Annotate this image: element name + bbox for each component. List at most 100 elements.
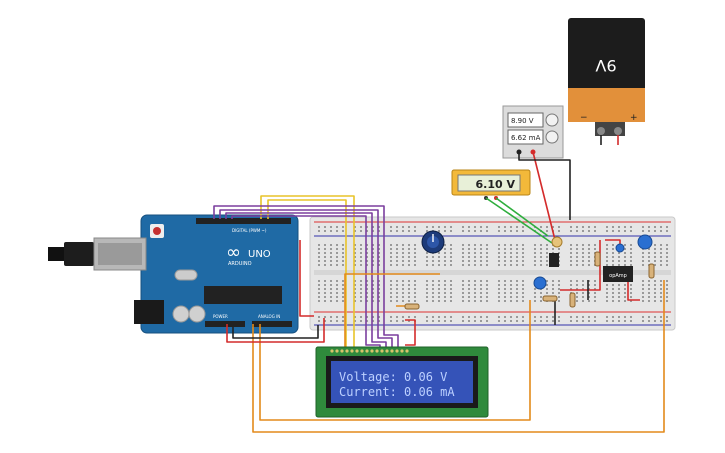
breadboard-hole	[354, 300, 356, 302]
lcd-pin[interactable]	[400, 349, 404, 353]
breadboard-hole	[510, 300, 512, 302]
breadboard-hole	[624, 248, 626, 250]
lcd-pin[interactable]	[405, 349, 409, 353]
lcd-pin[interactable]	[390, 349, 394, 353]
breadboard-hole	[378, 280, 380, 282]
analog-header[interactable]	[252, 321, 292, 327]
breadboard-hole	[426, 230, 428, 232]
breadboard-hole	[540, 226, 542, 228]
lcd-pin[interactable]	[355, 349, 359, 353]
breadboard-hole	[468, 288, 470, 290]
reset-button-cap	[153, 227, 161, 235]
multimeter-display	[457, 174, 521, 192]
breadboard-hole	[618, 300, 620, 302]
photoresistor[interactable]	[551, 236, 563, 248]
lcd-pin[interactable]	[395, 349, 399, 353]
breadboard-hole	[474, 252, 476, 254]
digital-header[interactable]	[196, 218, 291, 224]
breadboard-hole	[360, 226, 362, 228]
breadboard-hole	[396, 296, 398, 298]
breadboard-hole	[648, 230, 650, 232]
breadboard-hole	[426, 300, 428, 302]
voltage-knob-icon[interactable]	[545, 113, 559, 127]
lcd-pin[interactable]	[370, 349, 374, 353]
breadboard-hole	[360, 284, 362, 286]
breadboard-hole	[504, 280, 506, 282]
lcd-pin[interactable]	[350, 349, 354, 353]
breadboard-hole	[666, 280, 668, 282]
breadboard-hole	[576, 248, 578, 250]
power-supply[interactable]: 8.90 V 6.62 mA	[502, 105, 564, 159]
breadboard-hole	[606, 248, 608, 250]
breadboard-hole	[642, 316, 644, 318]
resistor-2	[569, 292, 576, 308]
breadboard-hole	[468, 284, 470, 286]
current-knob-icon[interactable]	[545, 130, 559, 144]
breadboard-hole	[330, 296, 332, 298]
breadboard-hole	[648, 292, 650, 294]
breadboard-hole	[468, 230, 470, 232]
capacitors-blue[interactable]	[533, 234, 653, 290]
breadboard-hole	[444, 226, 446, 228]
breadboard-hole	[438, 256, 440, 258]
lcd-pin[interactable]	[335, 349, 339, 353]
breadboard-hole	[654, 260, 656, 262]
breadboard-hole	[408, 284, 410, 286]
potentiometer[interactable]	[421, 230, 445, 254]
breadboard-hole	[606, 284, 608, 286]
breadboard-hole	[498, 256, 500, 258]
battery-terminal-plus[interactable]	[614, 127, 622, 135]
lcd-pin[interactable]	[365, 349, 369, 353]
breadboard-hole	[588, 244, 590, 246]
breadboard-hole	[318, 244, 320, 246]
power-supply-current: 6.62 mA	[511, 134, 541, 142]
breadboard-hole	[318, 264, 320, 266]
breadboard-hole	[588, 252, 590, 254]
breadboard-hole	[570, 260, 572, 262]
arduino-uno[interactable]: ∞ UNO ARDUINO DIGITAL (PWM ~) POWER ANAL…	[48, 214, 299, 334]
breadboard-hole	[378, 288, 380, 290]
lcd-pin[interactable]	[360, 349, 364, 353]
breadboard-hole	[444, 300, 446, 302]
breadboard-hole	[360, 256, 362, 258]
lcd-pin[interactable]	[375, 349, 379, 353]
breadboard-hole	[522, 226, 524, 228]
resistors[interactable]	[404, 251, 655, 310]
breadboard-hole	[582, 284, 584, 286]
breadboard-hole	[444, 256, 446, 258]
breadboard-hole	[648, 300, 650, 302]
lcd-pin[interactable]	[340, 349, 344, 353]
breadboard-hole	[396, 230, 398, 232]
breadboard-hole	[390, 256, 392, 258]
battery-9v[interactable]: 9V − +	[568, 18, 645, 136]
breadboard-hole	[342, 256, 344, 258]
transistor[interactable]	[549, 253, 559, 267]
breadboard-hole	[372, 300, 374, 302]
breadboard-hole	[618, 252, 620, 254]
lcd-pin[interactable]	[385, 349, 389, 353]
breadboard-hole	[402, 284, 404, 286]
lcd-pin[interactable]	[380, 349, 384, 353]
breadboard-hole	[342, 316, 344, 318]
breadboard-hole	[612, 300, 614, 302]
multimeter[interactable]: 6.10 V	[451, 169, 531, 200]
breadboard-hole	[354, 244, 356, 246]
breadboard-hole	[510, 292, 512, 294]
lcd-pin[interactable]	[330, 349, 334, 353]
breadboard-hole	[468, 252, 470, 254]
breadboard-hole	[354, 248, 356, 250]
lcd-module[interactable]: Voltage: 0.06 V Current: 0.06 mA	[315, 346, 489, 418]
breadboard-hole	[552, 226, 554, 228]
breadboard-hole	[522, 248, 524, 250]
lcd-pin[interactable]	[345, 349, 349, 353]
breadboard-hole	[540, 256, 542, 258]
breadboard-hole	[378, 256, 380, 258]
breadboard-hole	[582, 296, 584, 298]
battery-terminal-minus[interactable]	[597, 127, 605, 135]
op-amp-chip[interactable]: opAmp	[603, 266, 633, 282]
breadboard-hole	[594, 248, 596, 250]
power-header[interactable]	[205, 321, 245, 327]
breadboard[interactable]	[309, 216, 676, 331]
breadboard-hole	[576, 264, 578, 266]
